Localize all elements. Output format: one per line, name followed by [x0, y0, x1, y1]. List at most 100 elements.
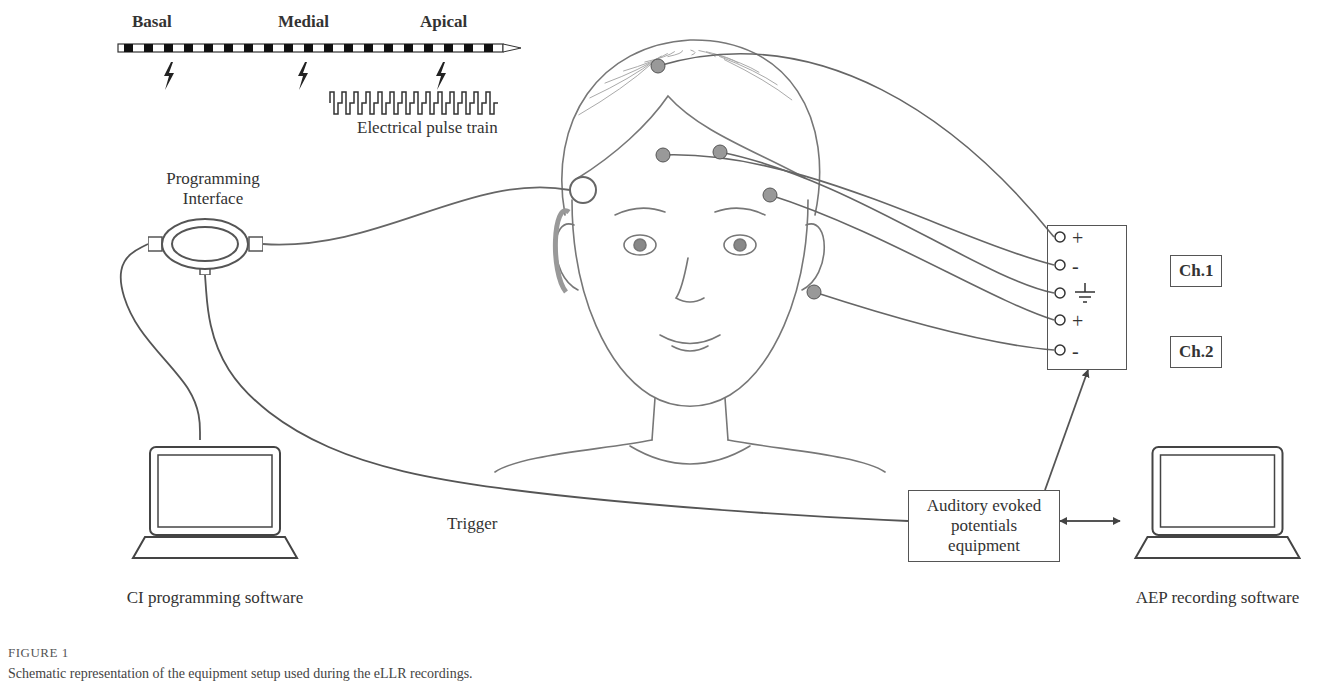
edge-label: Trigger [445, 514, 499, 534]
child-head [802, 224, 824, 290]
stimulus-bolt [164, 62, 446, 90]
child-head [734, 239, 746, 251]
node-label: Auditory evoked potentials equipment [917, 496, 1051, 556]
hair-strokes [691, 50, 696, 55]
polarity-sign: + [1072, 310, 1083, 332]
electrode-array [164, 44, 173, 52]
implant-device [555, 211, 569, 292]
child-head [630, 446, 750, 464]
cable [263, 187, 570, 244]
scalp-electrode [656, 148, 670, 162]
electrode-array [244, 44, 253, 52]
electrode-array [404, 44, 413, 52]
electrode-array [444, 44, 453, 52]
electrode-array [144, 44, 153, 52]
hair-strokes [578, 63, 652, 115]
electrode-wire [658, 54, 1054, 350]
ring-node: Programming Interface [148, 213, 263, 275]
scalp-electrode [651, 59, 821, 299]
polarity-sign: - [1072, 255, 1079, 277]
part-label: Electrical pulse train [357, 118, 498, 138]
node-label: Ch.1 [1179, 261, 1213, 281]
scalp-electrode [713, 145, 727, 159]
laptop-node: CI programming software [125, 440, 305, 640]
electrode-array [304, 44, 313, 52]
connector [121, 244, 200, 440]
electrode-wire [814, 292, 1054, 350]
electrode-array [204, 44, 213, 52]
process-box: Auditory evoked potentials equipment [908, 490, 1060, 562]
node-label: CI programming software [125, 588, 305, 608]
node-label: Ch.2 [1179, 342, 1213, 362]
electrode-array [364, 44, 373, 52]
child-head [495, 40, 885, 472]
child-head [672, 346, 708, 351]
electrode-array [503, 44, 521, 52]
hair-strokes [668, 50, 683, 56]
terminal [1055, 345, 1065, 355]
electrode-array [118, 44, 521, 52]
node-label: Programming Interface [138, 169, 288, 209]
terminal [1055, 260, 1065, 270]
electrode-array [324, 44, 333, 52]
process-box: Ch.2 [1170, 336, 1222, 368]
part-label: Medial [278, 12, 329, 32]
electrode-array [424, 44, 433, 52]
scalp-electrode [807, 285, 821, 299]
terminal [1055, 288, 1065, 298]
terminal [1055, 315, 1065, 325]
scalp-electrode [763, 188, 777, 202]
hair-strokes [724, 59, 792, 100]
child-head [660, 335, 720, 344]
child-head [572, 200, 808, 406]
electrode-array [464, 44, 473, 52]
ground-symbol [1075, 283, 1095, 302]
electrode-array [264, 44, 273, 52]
child-head [724, 235, 756, 255]
electrode-array [118, 44, 503, 52]
stimulus-bolt [436, 62, 446, 90]
polarity-sign: - [1072, 340, 1079, 362]
scalp-electrode [651, 59, 665, 73]
laptop-icon [125, 440, 305, 565]
child-head [634, 239, 646, 251]
terminal [1055, 232, 1065, 355]
electrode-wire [663, 155, 1054, 265]
child-head [624, 235, 656, 255]
connector [1060, 520, 1120, 522]
laptop-icon [1120, 440, 1315, 565]
electrode-wire [658, 54, 1054, 237]
child-head [715, 208, 765, 215]
electrode-array [124, 44, 133, 52]
pulse-train [330, 92, 498, 114]
figure-number: FIGURE 1 [8, 643, 69, 663]
cable [263, 187, 570, 244]
electrode-array [384, 44, 393, 52]
pulse-train [330, 92, 498, 114]
ground-symbol [1075, 283, 1095, 302]
figure-caption: Schematic representation of the equipmen… [8, 664, 473, 684]
part-label: Basal [132, 12, 172, 32]
child-head [615, 208, 665, 215]
stimulus-bolt [164, 62, 174, 90]
electrode-wire [770, 195, 1054, 320]
child-head [652, 398, 728, 440]
implant-device [570, 177, 596, 203]
terminal [1055, 232, 1065, 242]
panel-node: +-+- [1047, 225, 1127, 370]
electrode-array [344, 44, 353, 52]
child-head [676, 258, 704, 302]
node-label: AEP recording software [1120, 588, 1315, 608]
child-head [495, 440, 885, 472]
process-box: Ch.1 [1170, 255, 1222, 287]
part-label: Apical [420, 12, 467, 32]
electrode-array [184, 44, 193, 52]
electrode-array [224, 44, 233, 52]
connector [1045, 370, 1088, 490]
electrode-array [484, 44, 493, 52]
hair-strokes [719, 56, 777, 85]
electrode-wire [720, 152, 1054, 293]
connector [205, 275, 908, 521]
